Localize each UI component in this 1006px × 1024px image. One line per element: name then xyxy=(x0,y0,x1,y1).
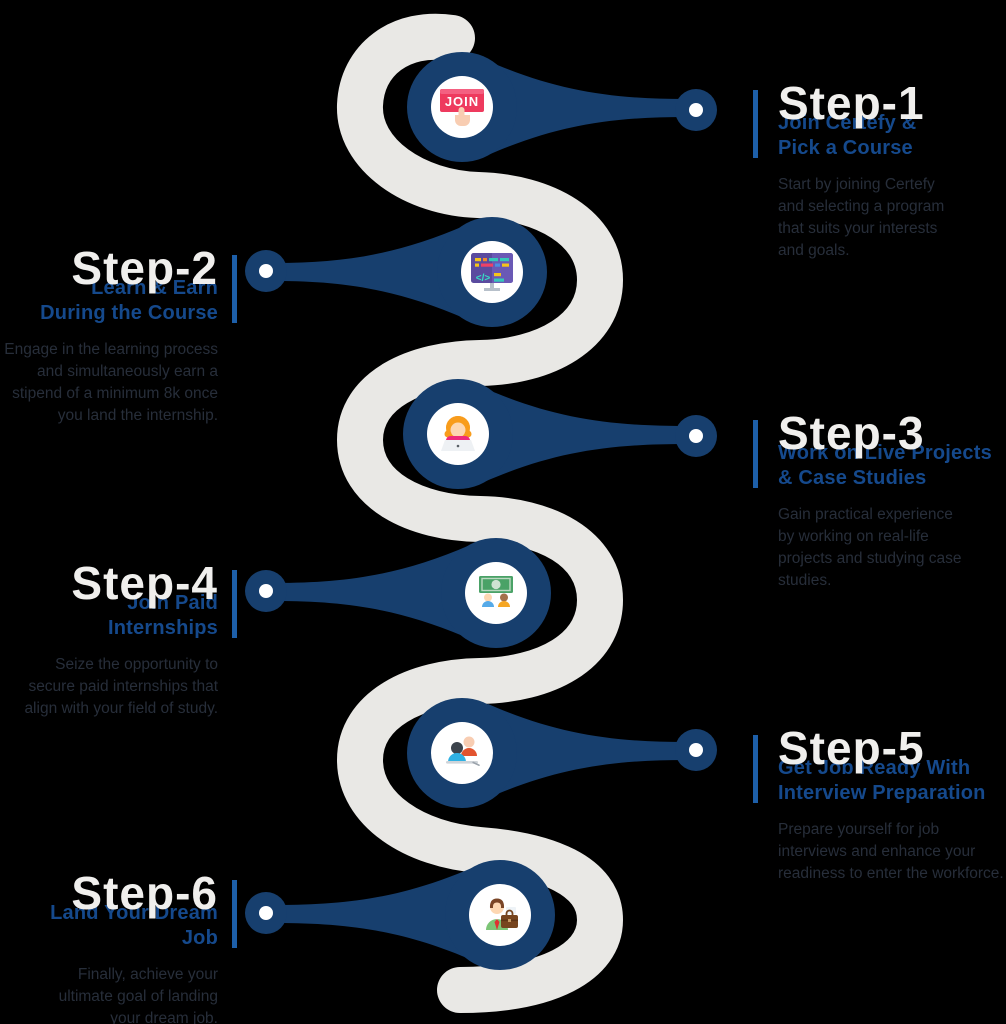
step-connector-1: JOIN xyxy=(407,52,717,162)
paid-internship-icon xyxy=(479,576,513,607)
step-connector-2: </> xyxy=(245,217,547,327)
step-block-6: Step-6 Land Your Dream Job Finally, achi… xyxy=(2,867,237,1024)
step-accent-bar xyxy=(232,255,237,323)
step-title: Get Job Ready With Interview Preparation xyxy=(778,757,986,804)
join-button-icon: JOIN xyxy=(440,89,484,126)
step-connector-5 xyxy=(407,698,717,808)
step-accent-bar xyxy=(232,880,237,948)
step-description: Gain practical experience by working on … xyxy=(778,506,962,589)
online-learning-icon xyxy=(441,416,475,451)
step-connector-6 xyxy=(245,860,555,970)
serpentine-path xyxy=(336,13,624,1013)
step-heading: Step-1 xyxy=(778,77,925,129)
step-block-4: Step-4 Join Paid Internships Seize the o… xyxy=(2,557,237,720)
step-heading: Step-6 xyxy=(71,867,218,919)
step-accent-bar xyxy=(753,90,758,158)
interview-icon xyxy=(446,736,480,766)
step-block-2: Step-2 Learn & Earn During the Course En… xyxy=(2,242,237,427)
step-heading: Step-2 xyxy=(71,242,218,294)
step-description: Start by joining Certefy and selecting a… xyxy=(778,176,945,259)
step-description: Engage in the learning process and simul… xyxy=(4,341,218,424)
step-title: Join Paid Internships xyxy=(108,592,218,639)
step-description: Finally, achieve your ultimate goal of l… xyxy=(58,966,218,1024)
code-screen-icon: </> xyxy=(471,253,513,291)
step-accent-bar xyxy=(753,735,758,803)
join-button-label: JOIN xyxy=(445,94,479,109)
step-heading: Step-3 xyxy=(778,407,925,459)
step-block-3: Step-3 Work on Live Projects & Case Stud… xyxy=(753,407,994,592)
step-title: Learn & Earn During the Course xyxy=(40,277,218,324)
step-connector-3 xyxy=(403,379,717,489)
step-accent-bar xyxy=(753,420,758,488)
step-heading: Step-4 xyxy=(71,557,218,609)
svg-text:</>: </> xyxy=(476,273,491,284)
step-heading: Step-5 xyxy=(778,722,925,774)
step-description: Seize the opportunity to secure paid int… xyxy=(24,656,218,717)
step-block-1: Step-1 Join Certefy & Pick a Course Star… xyxy=(753,77,994,262)
step-connector-4 xyxy=(245,538,551,648)
step-title: Land Your Dream Job xyxy=(50,902,218,949)
briefcase-person-icon xyxy=(486,898,518,930)
step-description: Prepare yourself for job interviews and … xyxy=(778,821,1004,882)
step-accent-bar xyxy=(232,570,237,638)
step-title: Work on Live Projects & Case Studies xyxy=(778,442,992,489)
step-block-5: Step-5 Get Job Ready With Interview Prep… xyxy=(753,722,1004,885)
step-title: Join Certefy & Pick a Course xyxy=(778,112,917,159)
